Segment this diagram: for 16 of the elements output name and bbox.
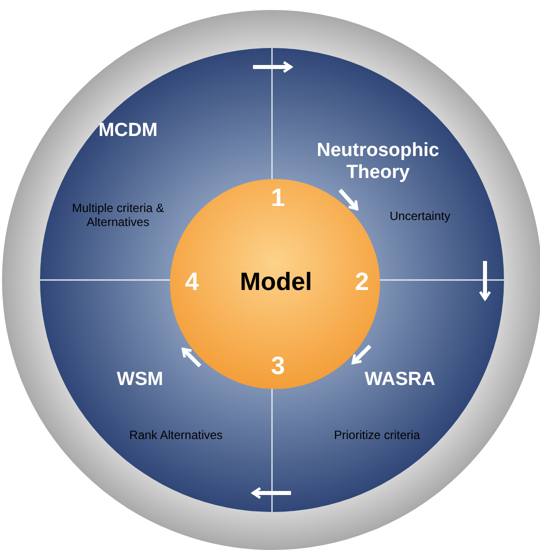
arrow [478, 261, 492, 300]
quadrant-description: Rank Alternatives [128, 429, 224, 443]
arrow [252, 486, 291, 500]
step-number: 2 [354, 268, 370, 297]
quadrant-description: Multiple criteria & Alternatives [70, 202, 166, 230]
step-number: 1 [270, 184, 286, 213]
quadrant-title: WASRA [364, 369, 436, 391]
arrow [253, 60, 292, 74]
center-title: Model [238, 268, 314, 297]
quadrant-title: Neutrosophic Theory [316, 140, 440, 184]
quadrant-title: MCDM [97, 120, 159, 142]
step-number: 3 [270, 352, 286, 381]
quadrant-description: Uncertainty [388, 210, 452, 224]
quadrant-description: Prioritize criteria [332, 429, 421, 443]
step-number: 4 [184, 268, 200, 297]
quadrant-title: WSM [116, 369, 164, 391]
